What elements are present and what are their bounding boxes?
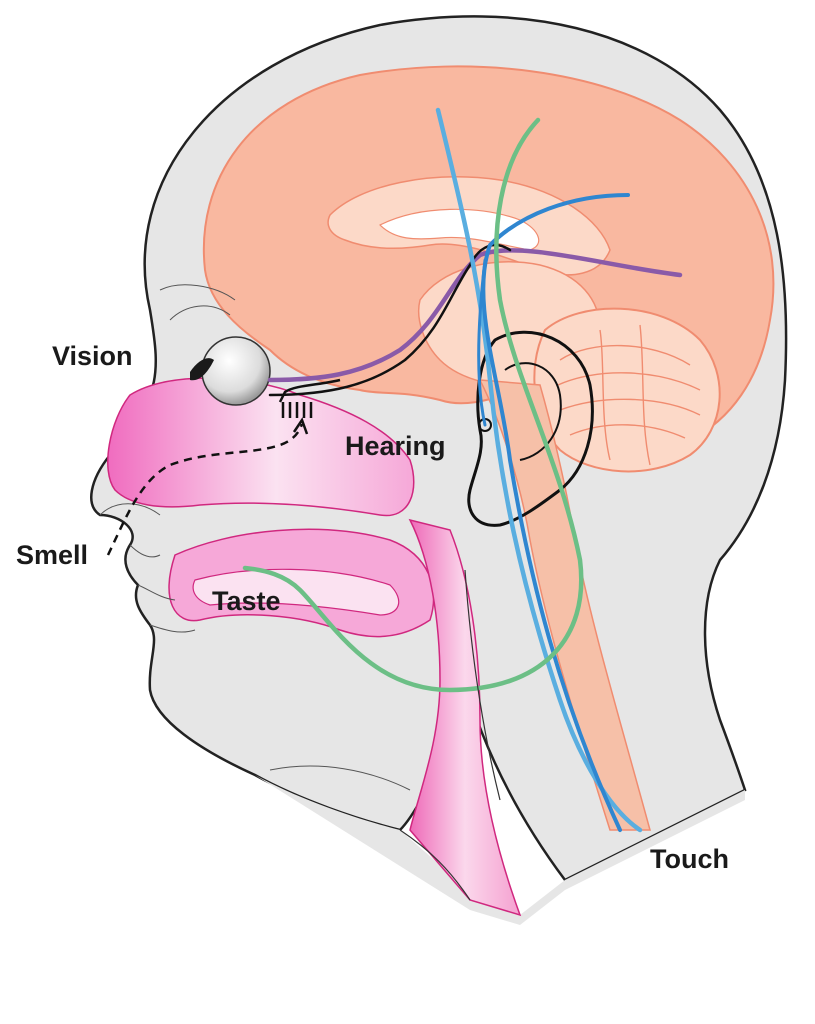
brain-stem — [478, 379, 651, 831]
smell-pathway — [106, 423, 304, 556]
hearing-pathway — [477, 258, 487, 427]
vision-pathway-outline — [268, 243, 512, 397]
smell-arrowhead — [292, 417, 309, 435]
throat — [408, 518, 522, 917]
touch-label: Touch — [650, 844, 729, 874]
hearing-label: Hearing — [345, 431, 446, 461]
face-detail-lines — [99, 503, 411, 791]
neck-lines — [399, 569, 501, 901]
olfactory-receptors-icon — [278, 378, 341, 418]
cerebellum — [533, 307, 721, 473]
tongue — [192, 568, 400, 616]
touch-pathway-2 — [481, 193, 630, 832]
eye-socket — [159, 284, 236, 321]
touch-pathway-1 — [435, 107, 643, 833]
cerebellum-folds — [557, 324, 701, 466]
taste-pathway — [242, 117, 584, 693]
smell-label: Smell — [16, 540, 89, 570]
vision-label: Vision — [52, 341, 133, 371]
taste-label: Taste — [212, 586, 281, 616]
eye-icon — [190, 336, 271, 406]
vision-pathway — [267, 248, 683, 383]
